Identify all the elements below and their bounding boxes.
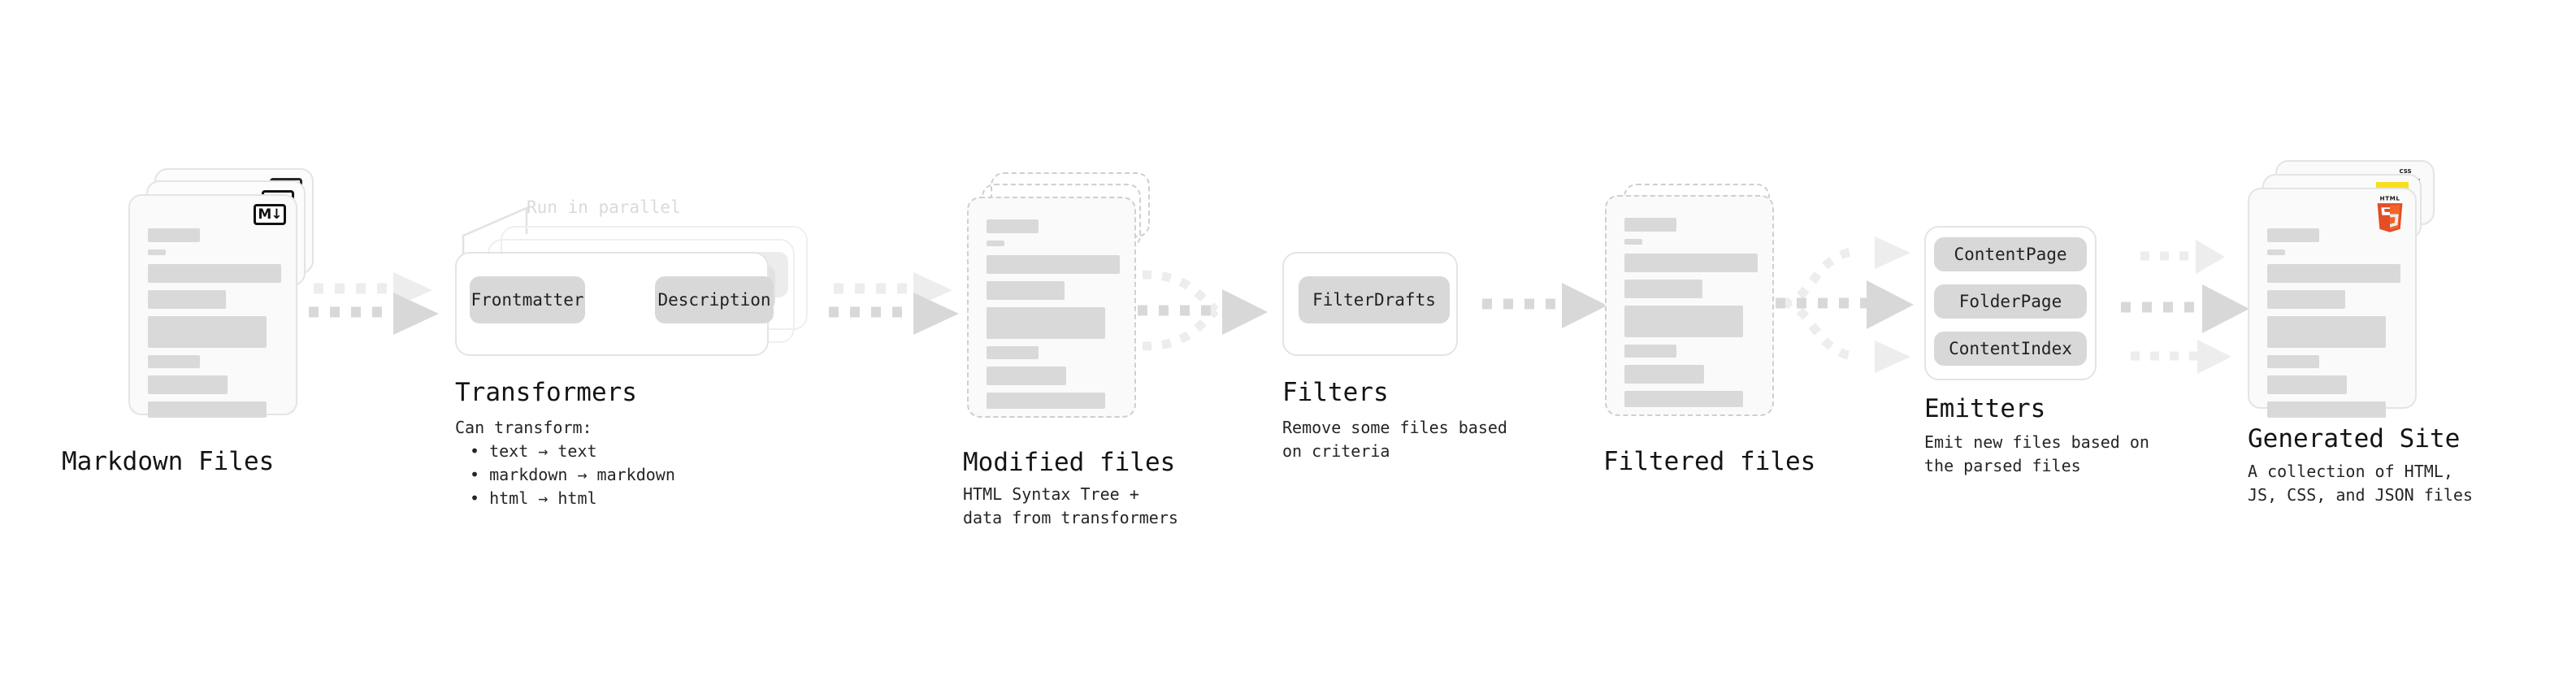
emitter-chip-contentpage[interactable]: ContentPage: [1934, 237, 2087, 271]
transformer-chip-description[interactable]: Description: [655, 276, 774, 323]
emitter-chip-folderpage[interactable]: FolderPage: [1934, 284, 2087, 319]
markdown-files-title: Markdown Files: [62, 447, 275, 476]
transformers-bullet-0: • text → text: [470, 441, 597, 461]
filtered-card-front: [1605, 195, 1774, 416]
arrow-transformers-to-modified: [829, 272, 959, 335]
parallel-bracket: [462, 206, 528, 267]
filtered-placeholder-lines: [1624, 218, 1758, 414]
transformers-title: Transformers: [455, 378, 637, 407]
modified-card-front: [967, 197, 1136, 418]
emitter-chip-contentindex[interactable]: ContentIndex: [1934, 332, 2087, 366]
generated-site-subtitle: A collection of HTML, JS, CSS, and JSON …: [2248, 462, 2473, 505]
filtered-files-title: Filtered files: [1603, 447, 1816, 476]
arrow-emitters-to-site: [2121, 240, 2249, 374]
transformers-bullets: • text → text • markdown → markdown • ht…: [470, 440, 675, 510]
emitters-subtitle: Emit new files based on the parsed files: [1924, 432, 2149, 475]
arrow-filters-to-filtered: [1482, 283, 1607, 328]
transformer-chip-frontmatter[interactable]: Frontmatter: [470, 276, 585, 323]
transformers-bullet-1: • markdown → markdown: [470, 465, 675, 484]
arrow-markdown-to-transformers: [309, 272, 439, 335]
markdown-icon: M↓: [254, 204, 286, 225]
generated-site-title: Generated Site: [2248, 424, 2461, 453]
filter-chip-filterdrafts[interactable]: FilterDrafts: [1299, 276, 1450, 323]
modified-files-subtitle: HTML Syntax Tree + data from transformer…: [963, 484, 1178, 527]
arrow-filtered-to-emitters: [1776, 236, 1914, 373]
css-icon-label: CSS: [2399, 168, 2412, 175]
modified-files-title: Modified files: [963, 448, 1176, 477]
emitters-title: Emitters: [1924, 394, 2046, 423]
run-in-parallel-label: Run in parallel: [527, 197, 681, 217]
transformers-bullet-2: • html → html: [470, 488, 597, 508]
arrow-modified-to-filters: [1138, 270, 1268, 351]
markdown-placeholder-lines: [148, 228, 281, 425]
markdown-card-front: M↓: [128, 194, 297, 418]
html5-icon: HTML: [2373, 194, 2407, 233]
site-placeholder-lines: [2267, 228, 2400, 425]
svg-text:HTML: HTML: [2380, 195, 2400, 202]
site-card-front: HTML: [2248, 188, 2417, 418]
filters-subtitle: Remove some files based on criteria: [1282, 418, 1507, 461]
filters-title: Filters: [1282, 378, 1389, 407]
modified-placeholder-lines: [987, 219, 1120, 416]
transformers-subtitle: Can transform:: [455, 418, 592, 437]
